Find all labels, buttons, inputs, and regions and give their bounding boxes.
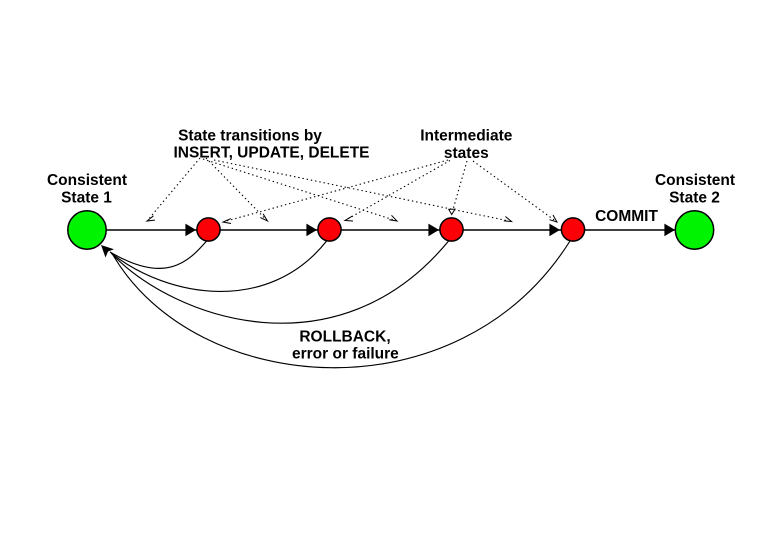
svg-text:INSERT, UPDATE, DELETE: INSERT, UPDATE, DELETE (173, 145, 369, 162)
svg-text:states: states (444, 145, 489, 162)
svg-text:Intermediate: Intermediate (420, 127, 513, 144)
svg-text:State 1: State 1 (61, 189, 112, 206)
svg-text:State 2: State 2 (669, 189, 720, 206)
svg-text:Consistent: Consistent (655, 172, 735, 189)
svg-text:error or failure: error or failure (292, 346, 399, 363)
svg-text:ROLLBACK,: ROLLBACK, (299, 329, 390, 346)
svg-text:Consistent: Consistent (47, 172, 127, 189)
svg-text:State transitions by: State transitions by (178, 127, 322, 144)
svg-text:COMMIT: COMMIT (595, 208, 658, 225)
